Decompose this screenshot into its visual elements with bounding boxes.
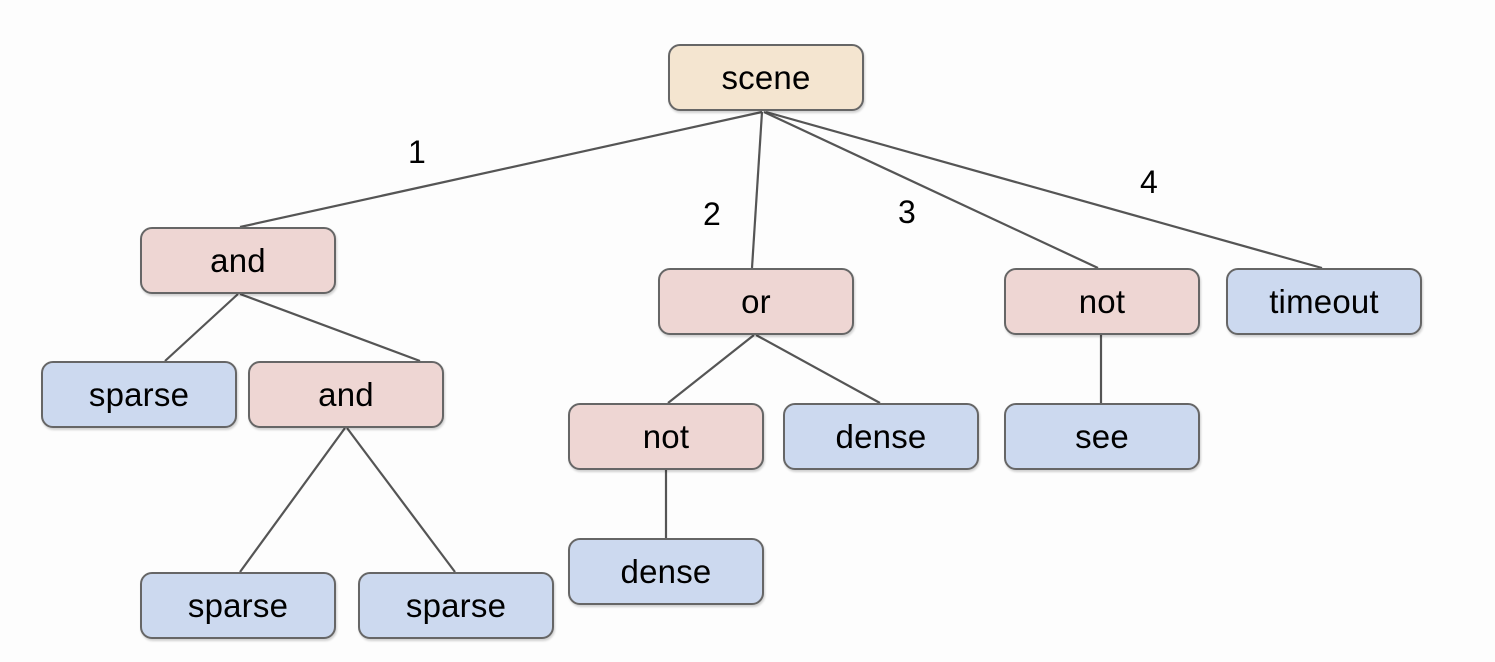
tree-node-sparse1[interactable]: sparse — [41, 361, 237, 428]
tree-node-see[interactable]: see — [1004, 403, 1200, 470]
tree-node-label: see — [1075, 417, 1129, 455]
tree-node-label: and — [318, 375, 374, 413]
tree-edge — [765, 110, 1323, 270]
tree-node-label: sparse — [187, 586, 289, 624]
tree-edge — [239, 427, 346, 573]
tree-edge — [667, 334, 755, 404]
tree-node-label: timeout — [1269, 282, 1379, 320]
edge-label: 1 — [408, 134, 426, 170]
tree-node-and2[interactable]: and — [248, 361, 444, 428]
tree-node-dense2[interactable]: dense — [568, 538, 764, 605]
tree-node-dense1[interactable]: dense — [783, 403, 979, 470]
tree-node-label: sparse — [88, 375, 190, 413]
tree-node-label: dense — [835, 417, 927, 455]
tree-node-label: scene — [721, 58, 811, 96]
tree-node-sparse3[interactable]: sparse — [358, 572, 554, 639]
tree-node-not1[interactable]: not — [568, 403, 764, 470]
tree-node-label: not — [642, 417, 690, 455]
edge-label: 2 — [703, 196, 721, 232]
tree-node-sparse2[interactable]: sparse — [140, 572, 336, 639]
tree-edge — [239, 110, 763, 229]
tree-node-scene[interactable]: scene — [668, 44, 864, 111]
tree-edge — [346, 427, 456, 573]
tree-node-label: not — [1078, 282, 1126, 320]
tree-edge — [164, 293, 239, 362]
edge-label: 3 — [898, 194, 916, 230]
tree-node-timeout[interactable]: timeout — [1226, 268, 1422, 335]
tree-node-label: dense — [620, 552, 712, 590]
tree-node-label: sparse — [405, 586, 507, 624]
tree-edge — [239, 292, 421, 363]
tree-edge — [755, 334, 881, 404]
tree-node-label: or — [741, 282, 771, 320]
tree-node-and1[interactable]: and — [140, 227, 336, 294]
tree-node-label: and — [210, 241, 266, 279]
tree-edge — [750, 111, 764, 269]
tree-node-or1[interactable]: or — [658, 268, 854, 335]
tree-node-not2[interactable]: not — [1004, 268, 1200, 335]
tree-edge — [763, 111, 1099, 269]
edge-label: 4 — [1140, 164, 1158, 200]
